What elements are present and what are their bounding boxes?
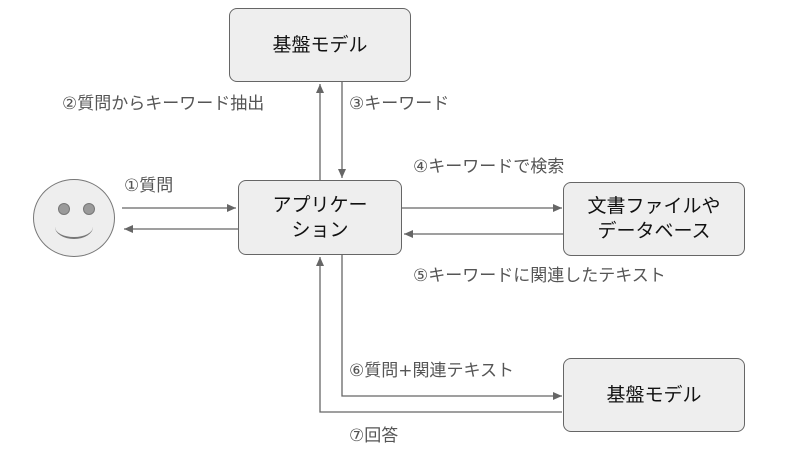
user-face-icon <box>33 179 115 257</box>
document-database-label-line2: データベース <box>597 220 711 242</box>
application-label-line1: アプリケー <box>272 193 368 216</box>
step2-label: ②質問からキーワード抽出 <box>62 94 265 114</box>
foundation-model-top-label: 基盤モデル <box>272 33 368 56</box>
step7-label: ⑦回答 <box>349 426 399 446</box>
document-database-box: 文書ファイルや データベース <box>563 182 745 256</box>
mouth <box>55 215 93 239</box>
step4-label: ④キーワードで検索 <box>413 157 565 177</box>
left-eye <box>58 203 70 215</box>
document-database-label: 文書ファイルや データベース <box>587 194 720 244</box>
step6-label: ⑥質問+関連テキスト <box>349 361 514 381</box>
step3-label: ③キーワード <box>349 94 450 114</box>
application-box: アプリケー ション <box>238 180 402 255</box>
step1-label: ①質問 <box>124 176 174 196</box>
right-eye <box>83 203 95 215</box>
foundation-model-top: 基盤モデル <box>229 8 411 82</box>
arrow-app-to-model-bottom <box>341 255 562 400</box>
application-label: アプリケー ション <box>272 193 367 243</box>
document-database-label-line1: 文書ファイルや <box>587 195 721 217</box>
step5-label: ⑤キーワードに関連したテキスト <box>413 266 666 286</box>
application-label-line2: ション <box>291 218 349 241</box>
foundation-model-bottom: 基盤モデル <box>563 358 745 432</box>
foundation-model-bottom-label: 基盤モデル <box>606 383 702 406</box>
arrow-model-bottom-to-app <box>316 257 562 413</box>
